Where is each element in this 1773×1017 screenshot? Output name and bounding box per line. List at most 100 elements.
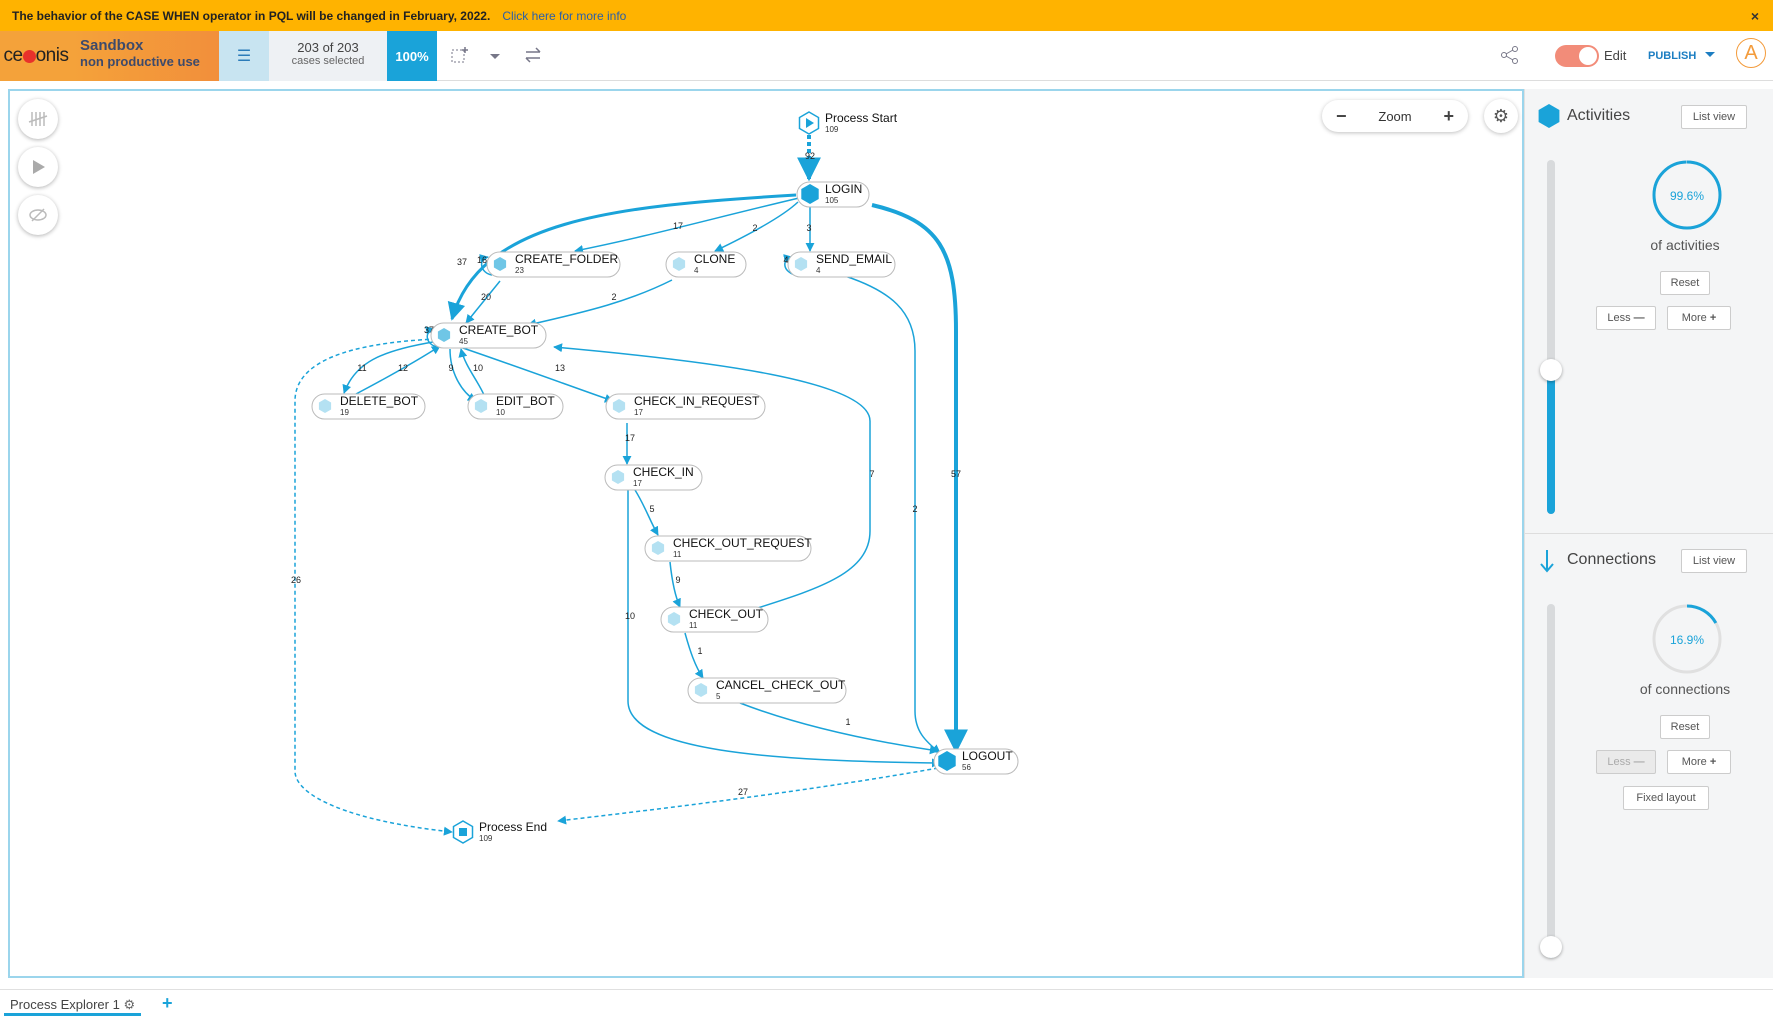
edge-clone-create_bot[interactable] [527,279,673,328]
node-label: LOGOUT [962,749,1013,763]
connections-less-button[interactable]: Less — [1596,750,1656,774]
activities-percent: 99.6% [1670,189,1704,203]
swap-icon[interactable] [523,45,543,70]
edge-label: 57 [951,469,961,479]
edge-login-logout[interactable] [871,203,968,754]
connections-more-button[interactable]: More + [1667,750,1731,774]
edge-login-clone[interactable] [714,201,799,252]
connections-reset-button[interactable]: Reset [1660,715,1710,739]
edge-create_folder-create_folder[interactable] [479,254,493,276]
activities-slider[interactable] [1540,160,1562,514]
activities-less-label: Less [1607,312,1631,324]
hide-icon[interactable] [18,195,58,235]
edge-send_email-logout[interactable] [844,275,941,754]
add-selection-icon[interactable] [450,45,470,70]
edge-label: 13 [555,363,565,373]
edge-label: 17 [673,221,683,231]
connections-of-label: of connections [1639,681,1731,697]
node-label: CREATE_BOT [459,323,539,337]
edge-cancel_check_out-logout[interactable] [739,702,939,755]
activities-less-button[interactable]: Less — [1596,306,1656,330]
hamburger-menu-icon[interactable]: ☰ [219,31,269,81]
activities-slider-knob[interactable] [1540,359,1562,382]
edge-create_bot-check_in_request[interactable] [459,346,614,403]
edge-check_out-cancel_check_out[interactable] [684,632,704,679]
stop-icon [459,828,467,836]
activity-hexagon-icon [318,399,332,413]
edge-check_out-create_bot[interactable] [553,343,871,614]
node-count: 10 [496,408,505,417]
edit-toggle[interactable] [1555,45,1599,67]
edge-check_in-check_out_request[interactable] [634,489,659,536]
share-icon[interactable] [1500,45,1520,70]
panel-divider [1525,533,1773,534]
edge-label: 37 [457,257,467,267]
connections-less-label: Less [1607,756,1631,768]
node-label: SEND_EMAIL [816,252,892,266]
chevron-down-icon[interactable] [489,47,501,67]
node-label: Process Start [825,111,898,125]
publish-button[interactable]: PUBLISH [1648,49,1716,62]
activities-title: Activities [1567,107,1631,124]
edge-delete_bot-create_bot[interactable] [355,345,441,395]
edge-create_bot-end[interactable] [294,338,453,836]
node-pill [311,393,426,420]
selection-percentage[interactable]: 100% [387,31,437,81]
connections-slider-knob[interactable] [1540,936,1562,958]
connections-title: Connections [1567,551,1656,568]
node-pill [604,464,703,491]
arrow-down-icon [1540,550,1554,573]
logo-text-start: ce [3,45,24,66]
edge-label: 1 [845,717,850,727]
edge-login-create_bot[interactable] [447,193,797,321]
node-pill [467,393,564,420]
edge-edit_bot-create_bot[interactable] [458,348,485,396]
gear-icon[interactable]: ⚙ [123,997,136,1012]
edge-create_bot-delete_bot[interactable] [342,341,434,394]
close-icon[interactable]: × [1750,8,1759,24]
fixed-layout-button[interactable]: Fixed layout [1623,786,1709,810]
connections-list-view-button[interactable]: List view [1681,549,1747,573]
announcement-banner: The behavior of the CASE WHEN operator i… [0,0,1773,31]
plus-icon: + [1709,312,1717,324]
zoom-in-button[interactable]: + [1443,105,1454,126]
edge-label: 26 [291,575,301,585]
tab-process-explorer[interactable]: Process Explorer 1 ⚙ [4,992,142,1016]
play-icon[interactable] [18,147,58,187]
activities-more-button[interactable]: More + [1667,306,1731,330]
edge-login-create_folder[interactable] [574,197,800,254]
node-count: 5 [716,692,721,701]
user-avatar[interactable]: A [1736,38,1766,68]
zoom-out-button[interactable]: − [1336,105,1347,126]
edge-check_out_request-check_out[interactable] [669,561,681,608]
sandbox-subtitle: non productive use [80,54,200,69]
activities-hexagon-icon [1538,104,1560,128]
edge-check_in-logout[interactable] [627,490,941,768]
add-tab-button[interactable]: + [162,993,173,1013]
case-selection[interactable]: 203 of 203 cases selected [269,31,387,81]
banner-more-info-link[interactable]: Click here for more info [502,8,627,23]
frequency-icon[interactable] [18,99,58,139]
connections-slider[interactable] [1540,604,1562,958]
activities-list-view-button[interactable]: List view [1681,105,1747,129]
activities-reset-button[interactable]: Reset [1660,271,1710,295]
settings-gear-icon[interactable]: ⚙ [1484,99,1518,133]
edge-create_folder-create_bot[interactable] [465,280,501,324]
